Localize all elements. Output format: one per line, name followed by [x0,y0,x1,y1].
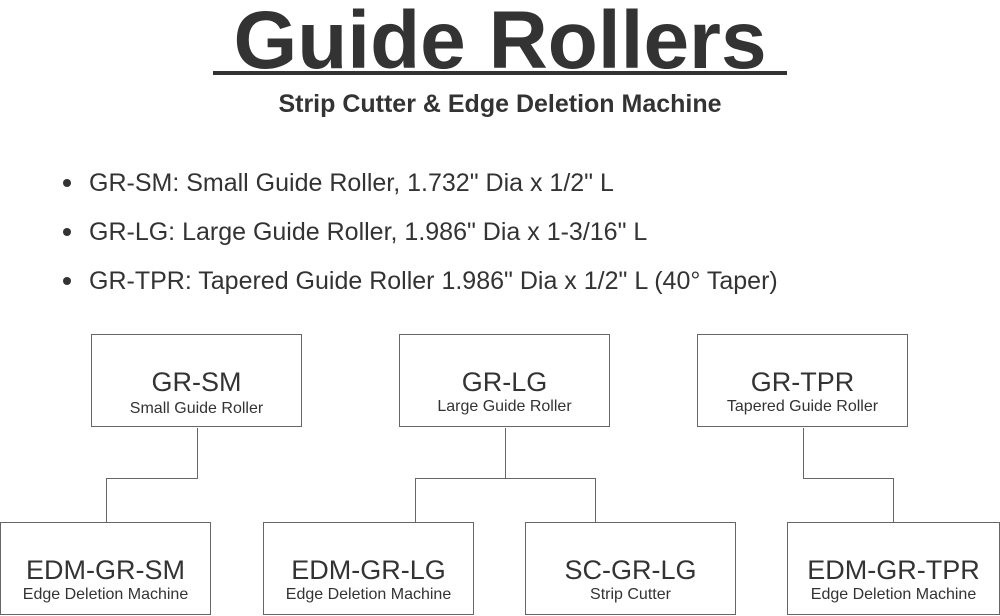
node-desc: Small Guide Roller [129,400,264,417]
list-item-text: GR-TPR: Tapered Guide Roller 1.986" Dia … [89,267,778,295]
product-list: GR-SM: Small Guide Roller, 1.732" Dia x … [60,166,778,313]
list-item: GR-TPR: Tapered Guide Roller 1.986" Dia … [60,264,778,313]
connector-gr-tpr [803,428,894,522]
node-code: GR-TPR [750,367,855,397]
node-desc: Edge Deletion Machine [285,586,452,603]
node-desc: Tapered Guide Roller [726,398,879,415]
node-desc: Edge Deletion Machine [22,586,189,603]
page-subtitle: Strip Cutter & Edge Deletion Machine [278,90,722,118]
node-desc: Strip Cutter [590,586,671,603]
node-edm-gr-sm: EDM-GR-SM Edge Deletion Machine [0,522,211,615]
connector-gr-sm [106,428,198,522]
list-item: GR-SM: Small Guide Roller, 1.732" Dia x … [60,166,778,215]
node-code: GR-SM [151,367,242,397]
bullet-icon [63,179,71,187]
list-item-text: GR-SM: Small Guide Roller, 1.732" Dia x … [89,169,614,197]
list-item: GR-LG: Large Guide Roller, 1.986" Dia x … [60,215,778,264]
node-code: EDM-GR-LG [291,555,446,585]
bullet-icon [63,228,71,236]
title-underline [213,71,787,75]
node-gr-sm: GR-SM Small Guide Roller [91,334,302,427]
node-edm-gr-lg: EDM-GR-LG Edge Deletion Machine [263,522,474,615]
node-gr-lg: GR-LG Large Guide Roller [399,334,610,427]
node-code: SC-GR-LG [564,555,697,585]
node-desc: Edge Deletion Machine [810,586,977,603]
node-gr-tpr: GR-TPR Tapered Guide Roller [697,334,908,427]
node-code: EDM-GR-SM [26,555,185,585]
node-code: GR-LG [461,367,548,397]
connector-gr-lg-branches [415,478,596,522]
node-sc-gr-lg: SC-GR-LG Strip Cutter [525,522,736,615]
bullet-icon [63,277,71,285]
list-item-text: GR-LG: Large Guide Roller, 1.986" Dia x … [89,218,648,246]
node-edm-gr-tpr: EDM-GR-TPR Edge Deletion Machine [787,522,1000,615]
node-desc: Large Guide Roller [437,398,572,415]
node-code: EDM-GR-TPR [807,555,980,585]
